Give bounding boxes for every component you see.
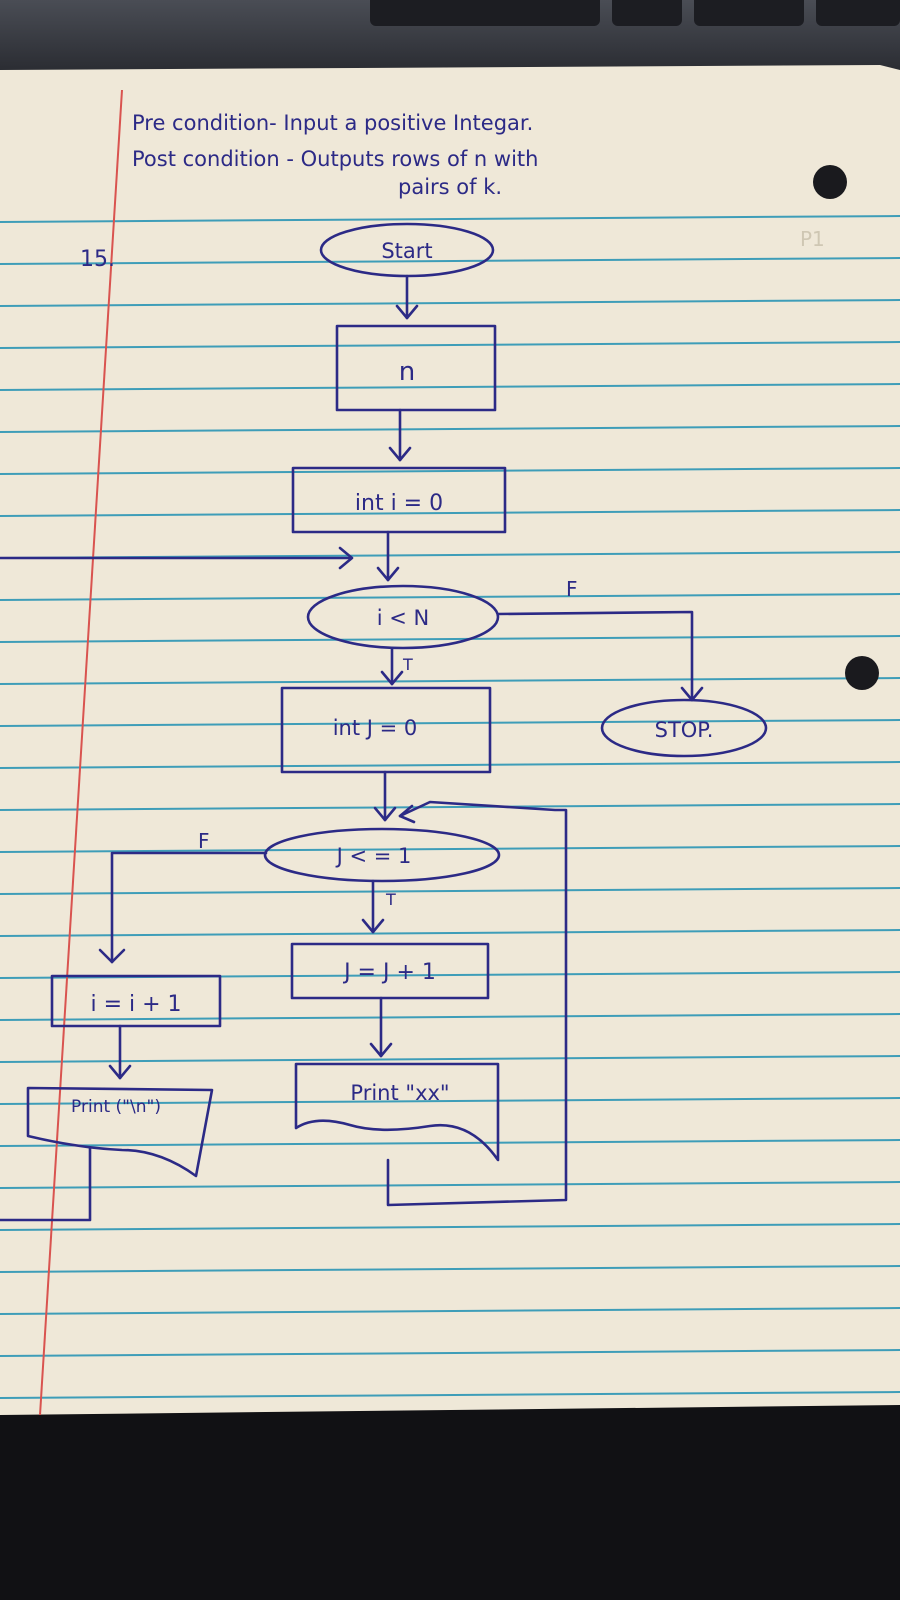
ruled-line [0,1265,900,1273]
arrowhead [388,446,412,462]
ruled-line [0,1097,900,1105]
init-i-box [291,466,507,534]
input-label: n [399,357,415,387]
ruled-line [0,299,900,307]
ruled-line [0,677,900,685]
print-xx-label: Print "xx" [350,1081,449,1105]
incr-i-label: i = i + 1 [90,992,181,1017]
problem-number: 15. [80,247,115,272]
arrowhead [398,804,416,824]
inner-false-connector [110,851,268,964]
init-i-label: int i = 0 [355,491,443,516]
incr-i-box [50,974,222,1028]
keyboard-key [612,0,682,26]
binder-hole [813,165,847,199]
outer-false-connector [496,610,694,702]
inner-condition-decision [263,827,501,883]
ruled-lines [0,215,900,1399]
ruled-line [0,635,900,643]
outer-loop-back-connector [0,1146,92,1222]
arrowhead [98,948,126,964]
inner-condition-label: J < = 1 [335,844,412,868]
init-j-label: int J = 0 [333,716,418,740]
margin-line [39,89,123,1416]
ruled-line [0,1391,900,1399]
incr-j-box [290,942,490,1000]
ruled-line [0,1013,900,1021]
arrowhead [361,918,385,934]
outer-condition-label: i < N [377,606,430,630]
outer-condition-decision [306,584,500,650]
ruled-line [0,1307,900,1315]
arrowhead [338,546,354,570]
inner-false-label: F [198,829,210,853]
flowchart: Start n int i = 0 i < N F STOP. T int J … [0,222,768,1222]
ruled-line [0,383,900,391]
postcondition-text-continued: pairs of k. [398,175,502,199]
ruled-line [0,719,900,727]
input-box [335,324,497,412]
arrowhead [108,1064,132,1080]
ruled-line [0,1181,900,1189]
ruled-line [0,1223,900,1231]
ruled-line [0,845,900,853]
binder-hole [845,656,879,690]
inner-true-label: T [385,890,396,909]
page-mark: P1 [800,227,825,251]
laptop-background [0,0,900,70]
stop-terminal [600,698,768,758]
incr-j-label: J = J + 1 [342,960,436,985]
arrowhead [369,1042,393,1058]
inner-loop-back-connector [386,800,568,1207]
arrowhead [376,566,400,582]
ruled-line [0,1139,900,1147]
ruled-line [0,467,900,475]
arrowhead [380,670,404,686]
ruled-line [0,425,900,433]
keyboard-key [370,0,600,26]
ruled-line [0,215,900,223]
arrowhead [395,304,419,320]
outer-true-label: T [402,655,413,674]
postcondition-text: Post condition - Outputs rows of n with [132,147,538,171]
print-xx-output [294,1062,500,1162]
ruled-line [0,929,900,937]
ruled-line [0,761,900,769]
paper-sheet [0,65,900,1415]
ruled-line [0,509,900,517]
arrowhead [373,806,397,822]
keyboard-key [816,0,900,26]
print-newline-label: Print ("\n") [71,1097,161,1117]
stop-label: STOP. [655,718,714,742]
precondition-text: Pre condition- Input a positive Integar. [132,111,533,135]
ruled-line [0,593,900,601]
print-newline-output [26,1086,214,1178]
keyboard-key [694,0,804,26]
ruled-line [0,887,900,895]
ruled-line [0,341,900,349]
ruled-line [0,803,900,811]
start-label: Start [381,239,432,263]
outer-false-label: F [566,577,578,601]
ruled-line [0,1349,900,1357]
ruled-line [0,257,900,265]
ruled-line [0,1055,900,1063]
